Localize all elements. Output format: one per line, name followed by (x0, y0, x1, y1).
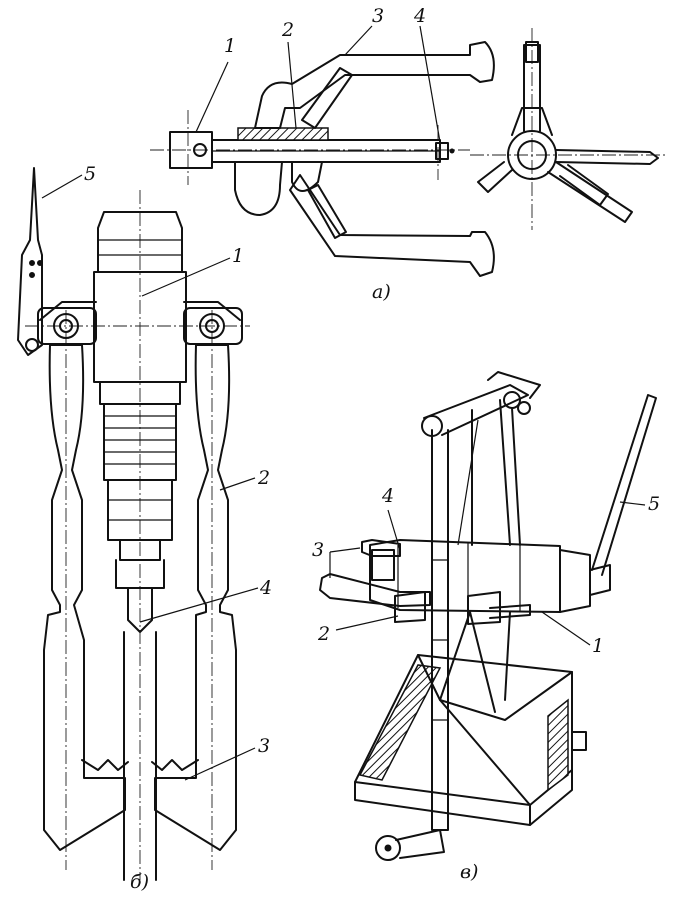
callout-b-3: 3 (258, 735, 270, 757)
callout-a-1: 1 (224, 35, 236, 57)
panel-b-callouts: 5 1 2 4 3 б) (41, 163, 272, 893)
caption-a: а) (372, 281, 391, 303)
panel-a-end-view (470, 28, 665, 230)
panel-b-front-view (17, 167, 250, 881)
callout-v-3: 3 (312, 539, 324, 561)
panel-a-callouts: 1 2 3 4 а) (195, 5, 441, 303)
callout-a-2: 2 (281, 19, 294, 41)
callout-v-5: 5 (648, 493, 660, 515)
callout-v-1: 1 (592, 635, 604, 657)
caption-v: в) (460, 861, 478, 883)
callout-a-3: 3 (372, 5, 384, 27)
callout-v-2: 2 (317, 623, 330, 645)
caption-b: б) (130, 871, 149, 893)
callout-b-2: 2 (257, 467, 270, 489)
panel-v-callouts: 4 5 3 2 1 в) (312, 485, 660, 883)
callout-v-4: 4 (381, 485, 394, 507)
panel-v-perspective (319, 371, 657, 861)
callout-b-5: 5 (84, 163, 96, 185)
callout-a-4: 4 (413, 5, 426, 27)
callout-b-4: 4 (259, 577, 272, 599)
callout-b-1: 1 (232, 245, 244, 267)
panel-a-side-view (150, 41, 495, 277)
